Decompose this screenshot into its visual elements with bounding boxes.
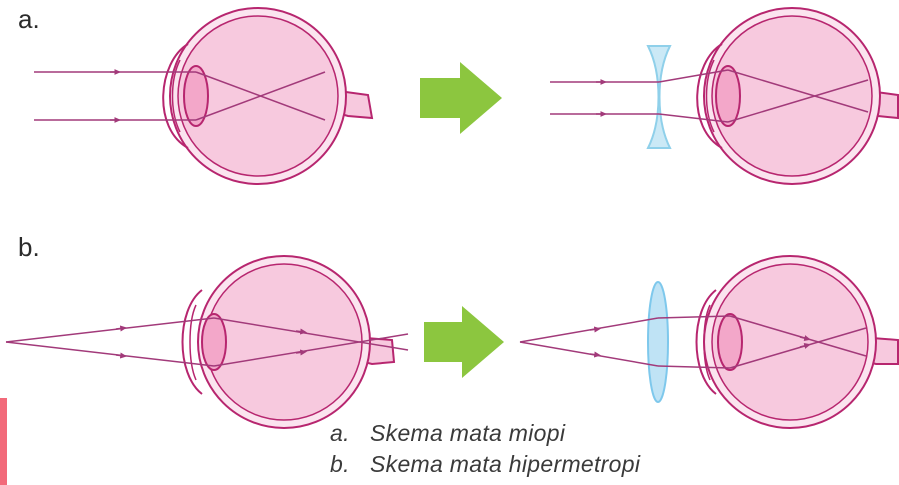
transition-arrow-a (420, 62, 502, 134)
eye-myopia-corrected (696, 7, 899, 185)
caption-letter: b. (330, 451, 350, 477)
caption-hyperopia: b. Skema mata hipermetropi (330, 451, 640, 478)
ray (519, 317, 659, 343)
rays-hyperopia-corrected (519, 315, 867, 369)
eyeball (711, 15, 873, 177)
ray (519, 341, 659, 367)
cornea (162, 43, 189, 149)
caption-letter: a. (330, 420, 350, 446)
rays-myopia-corrected (550, 69, 869, 123)
cornea-inner (705, 59, 715, 133)
ray (727, 69, 869, 113)
caption-text: Skema mata hipermetropi (370, 451, 641, 477)
cornea-inner (703, 304, 711, 381)
eye-lens (201, 313, 227, 371)
eye-lens (183, 65, 209, 127)
eye-lens (715, 65, 741, 127)
panel-label-b: b. (18, 232, 40, 262)
cornea (695, 289, 717, 395)
ray (658, 113, 729, 123)
ray (195, 71, 326, 121)
ray (727, 79, 869, 123)
panel-label-a: a. (18, 4, 40, 34)
ray (213, 333, 409, 367)
ray (729, 327, 867, 369)
cornea (696, 43, 723, 149)
ray (657, 365, 731, 369)
eye-myopia-uncorrected (162, 7, 374, 185)
eye-lens (717, 313, 743, 371)
concave-lens (646, 45, 672, 149)
cornea-inner (171, 59, 181, 133)
ray-arrow (589, 326, 601, 333)
cornea (181, 289, 203, 395)
eyeball (177, 15, 339, 177)
ray (213, 317, 409, 351)
rays-hyperopia-uncorrected (5, 317, 409, 367)
edge-color-mark (0, 398, 7, 485)
ray-arrow (295, 349, 307, 356)
ray-arrow (115, 352, 127, 359)
ray (729, 315, 867, 357)
eye-hyperopia-corrected (695, 255, 899, 429)
caption-myopia: a. Skema mata miopi (330, 420, 565, 447)
ray-arrow (799, 335, 811, 342)
rays-myopia-uncorrected (34, 69, 326, 123)
ray-arrow (799, 342, 811, 349)
cornea-inner (189, 304, 197, 381)
ray (5, 341, 215, 367)
eye-hyperopia-uncorrected (181, 255, 396, 429)
ray-arrow (295, 328, 307, 335)
ray-arrow (115, 325, 127, 332)
transition-arrow-b (424, 306, 504, 378)
caption-text: Skema mata miopi (370, 420, 566, 446)
ray (658, 69, 729, 83)
ray (5, 317, 215, 343)
eyeball (205, 263, 363, 421)
ray (657, 315, 731, 319)
ray-arrow (589, 351, 601, 358)
convex-lens (647, 281, 669, 403)
eyeball (711, 263, 869, 421)
